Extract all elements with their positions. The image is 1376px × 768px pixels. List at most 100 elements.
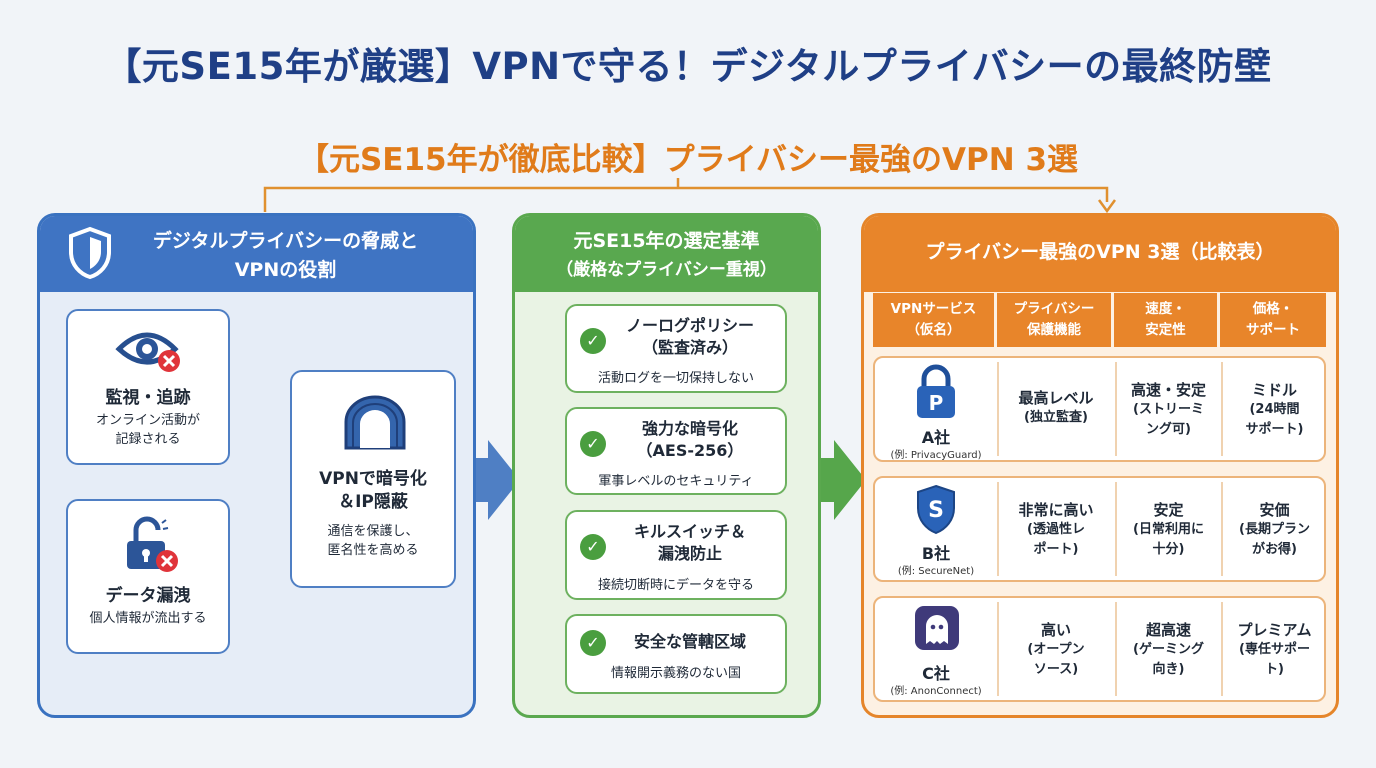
cell-line: ト) <box>1265 662 1284 677</box>
check-icon: ✓ <box>580 630 606 656</box>
leak-title: データ漏洩 <box>105 586 191 606</box>
criteria-card-jurisdiction: ✓ 安全な管轄区域 情報開示義務のない国 <box>565 614 787 694</box>
tunnel-icon <box>344 395 406 450</box>
vpn-desc-line2: 匿名性を高める <box>327 543 419 558</box>
speed-cell: 超高速 (ゲーミング 向き) <box>1117 598 1220 700</box>
criteria-heading-line2: （厳格なプライバシー重視） <box>556 260 777 280</box>
cell-line: (ストリーミ <box>1133 402 1204 417</box>
table-row: C社 (例: AnonConnect) 高い (オープン ソース) 超高速 (ゲ… <box>873 596 1326 702</box>
criteria-card-killswitch: ✓ キルスイッチ＆ 漏洩防止 接続切断時にデータを守る <box>565 510 787 600</box>
criteria-title-line1: 安全な管轄区域 <box>633 632 746 651</box>
threats-panel-header: デジタルプライバシーの脅威と VPNの役割 <box>40 216 473 292</box>
company-cell: C社 (例: AnonConnect) <box>875 598 997 700</box>
speed-cell: 高速・安定 (ストリーミ ング可) <box>1117 358 1220 460</box>
company-example: (例: AnonConnect) <box>890 686 982 697</box>
monitor-title: 監視・追跡 <box>105 388 191 408</box>
subtitle-bracket-line <box>263 186 1109 212</box>
criteria-desc: 接続切断時にデータを守る <box>597 578 754 593</box>
cell-line: (日常利用に <box>1133 522 1204 537</box>
header-line2: （仮名） <box>906 322 961 338</box>
criteria-card-encryption: ✓ 強力な暗号化 （AES-256） 軍事レベルのセキュリティ <box>565 407 787 495</box>
cell-line: ポート) <box>1033 542 1079 557</box>
company-cell: P A社 (例: PrivacyGuard) <box>875 358 997 461</box>
cell-line: (透過性レ <box>1027 522 1085 537</box>
cell-line: 高い <box>1040 621 1071 639</box>
vpn-title-line1: VPNで暗号化 <box>319 469 427 489</box>
company-name: B社 <box>921 544 951 563</box>
criteria-title-line1: 強力な暗号化 <box>641 419 738 438</box>
leak-card: データ漏洩 個人情報が流出する <box>66 499 230 654</box>
table-header-service: VPNサービス （仮名） <box>873 293 994 347</box>
company-example: (例: PrivacyGuard) <box>890 450 982 461</box>
table-header-speed: 速度・ 安定性 <box>1114 293 1217 347</box>
criteria-title-line2: （AES-256） <box>636 441 744 460</box>
privacy-cell: 最高レベル (独立監査) <box>999 358 1113 460</box>
company-name: A社 <box>921 428 951 447</box>
cell-line: (オープン <box>1027 642 1085 657</box>
speed-cell: 安定 (日常利用に 十分) <box>1117 478 1220 580</box>
header-line2: サポート <box>1246 322 1300 338</box>
check-icon: ✓ <box>580 431 606 457</box>
price-cell: ミドル (24時間 サポート) <box>1223 358 1326 460</box>
header-line2: 保護機能 <box>1027 322 1081 338</box>
header-line1: 速度・ <box>1145 301 1186 317</box>
criteria-desc: 活動ログを一切保持しない <box>597 371 754 386</box>
cell-line: (独立監査) <box>1024 410 1088 425</box>
criteria-card-nolog: ✓ ノーログポリシー （監査済み） 活動ログを一切保持しない <box>565 304 787 393</box>
vpn-desc-line1: 通信を保護し、 <box>327 524 419 539</box>
main-title: 【元SE15年が厳選】VPNで守る！デジタルプライバシーの最終防壁 <box>104 45 1272 88</box>
compare-heading: プライバシー最強のVPN 3選（比較表） <box>925 241 1275 263</box>
price-cell: プレミアム (専任サポー ト) <box>1223 598 1326 700</box>
monitor-desc-line1: オンライン活動が <box>95 413 200 428</box>
header-line2: 安定性 <box>1145 322 1186 338</box>
cell-line: プレミアム <box>1237 621 1312 639</box>
criteria-title-line1: ノーログポリシー <box>625 316 754 335</box>
svg-text:P: P <box>929 391 944 415</box>
cell-line: がお得) <box>1252 542 1297 557</box>
privacy-cell: 非常に高い (透過性レ ポート) <box>999 478 1113 580</box>
svg-text:S: S <box>928 498 944 523</box>
criteria-panel-header: 元SE15年の選定基準 （厳格なプライバシー重視） <box>515 216 818 292</box>
leak-desc-line1: 個人情報が流出する <box>89 611 207 626</box>
padlock-p-icon: P <box>917 364 955 418</box>
check-icon: ✓ <box>580 534 606 560</box>
cell-line: ミドル <box>1251 381 1297 399</box>
vpn-title-line2: ＆IP隠蔽 <box>338 492 408 512</box>
criteria-title-line2: （監査済み） <box>641 338 738 357</box>
cell-line: 超高速 <box>1145 621 1191 639</box>
cell-line: ソース) <box>1033 662 1079 677</box>
threats-heading-line1: デジタルプライバシーの脅威と <box>152 230 419 252</box>
cell-line: 安定 <box>1153 501 1184 519</box>
header-line1: VPNサービス <box>890 301 977 317</box>
cell-line: 安価 <box>1259 501 1290 519</box>
cell-line: 高速・安定 <box>1130 381 1206 399</box>
cell-line: (ゲーミング <box>1133 642 1204 657</box>
sub-title: 【元SE15年が徹底比較】プライバシー最強のVPN 3選 <box>297 142 1079 178</box>
header-line1: プライバシー <box>1013 301 1095 317</box>
table-header-price: 価格・ サポート <box>1220 293 1326 347</box>
eye-icon <box>115 332 180 372</box>
cell-line: 非常に高い <box>1018 501 1094 519</box>
header-line1: 価格・ <box>1252 301 1294 317</box>
company-name: C社 <box>922 664 950 683</box>
cell-line: (長期プラン <box>1239 522 1310 537</box>
criteria-title-line1: キルスイッチ＆ <box>633 522 746 541</box>
check-icon: ✓ <box>580 328 606 354</box>
criteria-desc: 軍事レベルのセキュリティ <box>598 474 754 489</box>
company-example: (例: SecureNet) <box>897 566 975 577</box>
table-header-privacy: プライバシー 保護機能 <box>997 293 1111 347</box>
cell-line: サポート) <box>1245 422 1304 437</box>
criteria-title-line2: 漏洩防止 <box>657 544 722 563</box>
vpn-card: VPNで暗号化 ＆IP隠蔽 通信を保護し、 匿名性を高める <box>290 370 456 588</box>
table-row: P A社 (例: PrivacyGuard) 最高レベル (独立監査) 高速・安… <box>873 356 1326 462</box>
cell-line: 十分) <box>1152 542 1185 557</box>
cell-line: ング可) <box>1146 422 1191 437</box>
shield-icon <box>69 226 111 280</box>
cell-line: 向き) <box>1152 662 1185 677</box>
cell-line: 最高レベル <box>1018 389 1094 407</box>
ghost-icon <box>915 606 959 650</box>
price-cell: 安価 (長期プラン がお得) <box>1223 478 1326 580</box>
criteria-heading-line1: 元SE15年の選定基準 <box>573 230 760 252</box>
company-cell: S B社 (例: SecureNet) <box>875 478 997 580</box>
privacy-cell: 高い (オープン ソース) <box>999 598 1113 700</box>
